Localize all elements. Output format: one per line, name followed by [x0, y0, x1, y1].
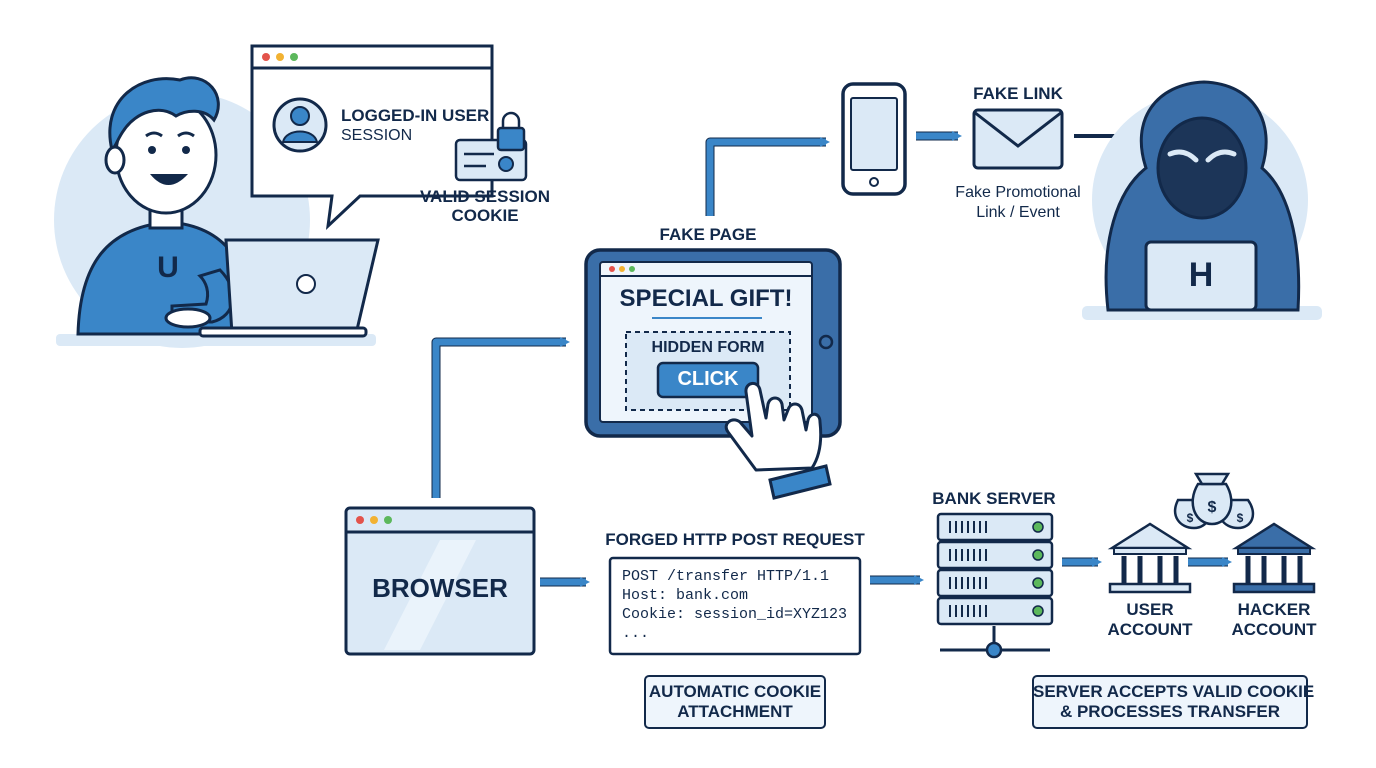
svg-text:$: $: [1187, 511, 1194, 525]
fake-link-desc-line1: Fake Promotional: [955, 184, 1081, 201]
fake-page-label: FAKE PAGE: [659, 225, 757, 244]
request-line: ...: [622, 625, 650, 642]
svg-text:$: $: [1237, 511, 1244, 525]
server-accepts-line1: SERVER ACCEPTS VALID COOKIE: [1033, 682, 1315, 701]
session-cookie-icon: [454, 111, 528, 182]
bank-server-label: BANK SERVER: [932, 489, 1056, 508]
auto-cookie-line2: ATTACHMENT: [677, 702, 793, 721]
svg-text:$: $: [1208, 499, 1217, 516]
user-shirt-letter: U: [157, 251, 179, 284]
request-line: Host: bank.com: [622, 587, 749, 604]
request-box: [608, 556, 862, 656]
hacker-illustration: [1082, 80, 1322, 320]
request-title: FORGED HTTP POST REQUEST: [605, 530, 865, 549]
session-bubble: [250, 44, 494, 230]
hidden-form-label: HIDDEN FORM: [651, 339, 765, 356]
hacker-account-line2: ACCOUNT: [1231, 620, 1317, 639]
user-account-line2: ACCOUNT: [1107, 620, 1193, 639]
auto-cookie-line1: AUTOMATIC COOKIE: [648, 682, 822, 701]
auto-cookie-box: [644, 675, 826, 729]
tablet-fake-page: [584, 248, 842, 438]
valid-cookie-label-line1: VALID SESSION: [419, 187, 551, 206]
hacker-account-line1: HACKER: [1237, 600, 1311, 619]
hacker-laptop-letter: H: [1188, 256, 1214, 294]
bank-server-icon: [936, 512, 1054, 659]
server-accepts-box: [1032, 675, 1308, 729]
request-line: POST /transfer HTTP/1.1: [622, 568, 830, 585]
user-illustration: [54, 76, 380, 348]
hand-cursor-icon: [724, 382, 832, 500]
browser-label: BROWSER: [372, 573, 508, 603]
money-bags-icon: $ $ $: [1173, 472, 1255, 530]
request-line: Cookie: session_id=XYZ123: [622, 606, 848, 623]
valid-cookie-label-line2: COOKIE: [451, 206, 519, 225]
click-button[interactable]: CLICK: [677, 368, 739, 390]
server-accepts-line2: & PROCESSES TRANSFER: [1059, 702, 1281, 721]
session-bubble-title: LOGGED-IN USER: [341, 106, 490, 125]
user-bank-icon: [1107, 522, 1193, 594]
envelope-icon: [972, 108, 1064, 170]
session-bubble-subtitle: SESSION: [341, 127, 413, 144]
browser-window: [344, 506, 536, 656]
user-account-line1: USER: [1126, 600, 1174, 619]
hacker-bank-icon: [1231, 522, 1317, 594]
flow-arrows: [431, 131, 1232, 587]
fake-link-desc-line2: Link / Event: [976, 204, 1060, 221]
fake-page-headline: SPECIAL GIFT!: [619, 285, 793, 312]
phone-icon: [841, 82, 907, 196]
fake-link-title: FAKE LINK: [973, 84, 1063, 103]
